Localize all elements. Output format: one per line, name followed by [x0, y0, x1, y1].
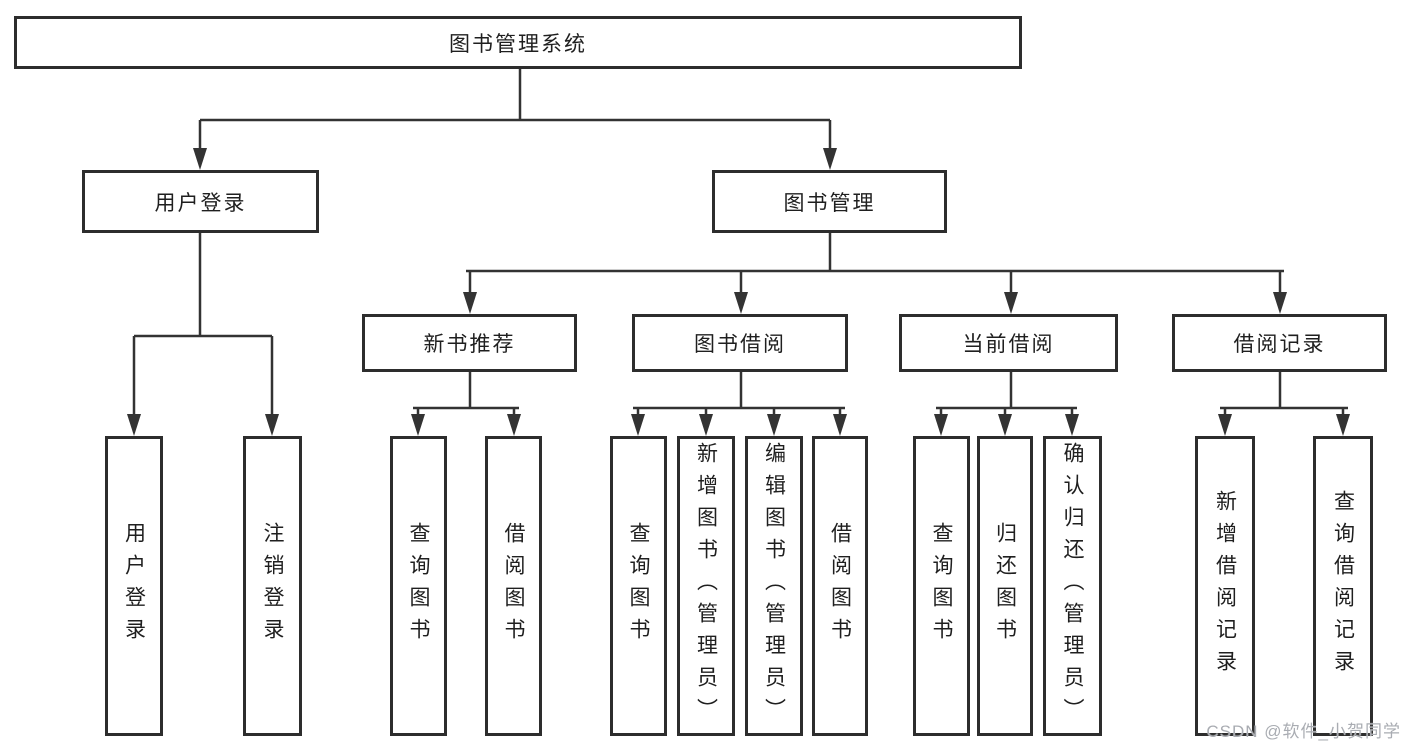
node-book-management: 图书管理 — [712, 170, 947, 233]
node-library-management-system: 图书管理系统 — [14, 16, 1022, 69]
leaf-add-book-admin: 新增图书（管理员） — [677, 436, 735, 736]
leaf-query-books-borrowing: 查询图书 — [610, 436, 667, 736]
node-current-borrowing: 当前借阅 — [899, 314, 1118, 372]
node-user-login-group: 用户登录 — [82, 170, 319, 233]
csdn-watermark: CSDN @软件_小贺同学 — [1206, 722, 1401, 741]
leaf-return-book: 归还图书 — [977, 436, 1033, 736]
node-borrowing-records: 借阅记录 — [1172, 314, 1387, 372]
leaf-query-borrowing-record: 查询借阅记录 — [1313, 436, 1373, 736]
leaf-add-borrowing-record: 新增借阅记录 — [1195, 436, 1255, 736]
leaf-query-books-recommend: 查询图书 — [390, 436, 447, 736]
leaf-confirm-return-admin: 确认归还（管理员） — [1043, 436, 1102, 736]
leaf-borrow-books-recommend: 借阅图书 — [485, 436, 542, 736]
leaf-borrow-books-borrowing: 借阅图书 — [812, 436, 868, 736]
leaf-logout: 注销登录 — [243, 436, 302, 736]
leaf-edit-book-admin: 编辑图书（管理员） — [745, 436, 803, 736]
node-new-book-recommendation: 新书推荐 — [362, 314, 577, 372]
arrowheads — [127, 148, 1350, 436]
node-book-borrowing: 图书借阅 — [632, 314, 848, 372]
leaf-user-login: 用户登录 — [105, 436, 163, 736]
leaf-query-books-current: 查询图书 — [913, 436, 970, 736]
